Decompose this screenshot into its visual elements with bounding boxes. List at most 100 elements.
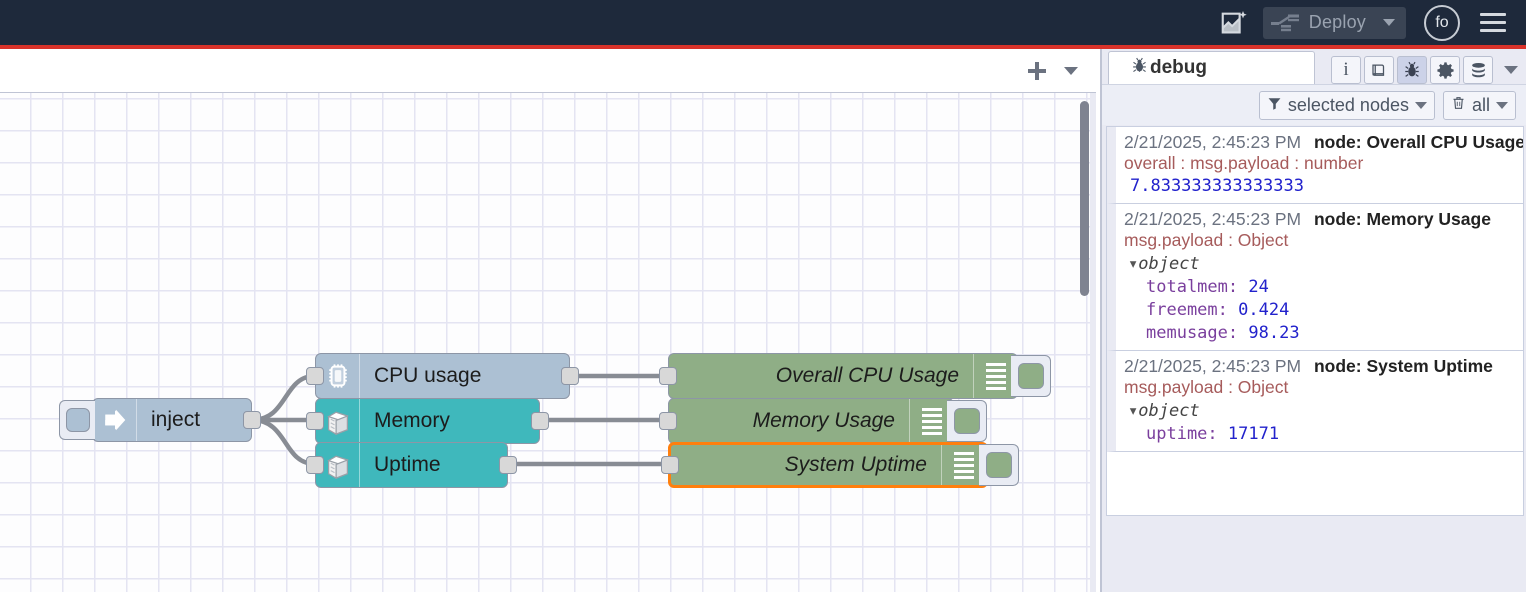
debug-toggle-button[interactable]: [979, 444, 1019, 486]
node-overall-cpu-usage-label: Overall CPU Usage: [775, 364, 959, 387]
port-input[interactable]: [306, 367, 324, 385]
funnel-icon: [1267, 95, 1282, 116]
node-inject[interactable]: inject: [59, 398, 261, 442]
object-expander[interactable]: ▾object: [1124, 251, 1517, 274]
tab-debug-label: debug: [1150, 57, 1207, 78]
debug-toggle-button[interactable]: [1011, 355, 1051, 397]
debug-message-header: 2/21/2025, 2:45:23 PM node: Overall CPU …: [1124, 132, 1523, 153]
clear-messages-label: all: [1471, 94, 1490, 115]
object-property-key: uptime: [1146, 424, 1208, 444]
inject-trigger-button[interactable]: [59, 400, 95, 440]
arrow-right-icon: [93, 399, 137, 441]
debug-message-node: node: System Uptime: [1313, 356, 1493, 376]
flow-tab-bar: [0, 49, 1096, 93]
node-memory-usage[interactable]: Memory Usage: [659, 398, 987, 444]
flow-tab-menu-button[interactable]: [1054, 49, 1088, 93]
port-input[interactable]: [659, 412, 677, 430]
debug-filter-row: selected nodes all: [1102, 84, 1526, 125]
object-label: object: [1138, 401, 1200, 421]
sidebar-more-tabs-button[interactable]: [1504, 66, 1518, 74]
debug-toggle-inner: [953, 408, 980, 434]
port-output[interactable]: [531, 412, 549, 430]
nodes-layer: inject: [0, 93, 1096, 592]
node-cpu-usage-label: CPU usage: [374, 364, 482, 387]
bug-icon[interactable]: [1397, 56, 1427, 84]
debug-message[interactable]: 2/21/2025, 2:45:23 PM node: Overall CPU …: [1107, 127, 1523, 204]
wires-layer: [249, 373, 671, 467]
object-property: totalmem: 24: [1146, 277, 1269, 297]
node-system-uptime-label: System Uptime: [784, 453, 927, 476]
triangle-down-icon: ▾: [1128, 254, 1139, 274]
debug-message-time: 2/21/2025, 2:45:23 PM: [1124, 132, 1302, 152]
deploy-button[interactable]: Deploy: [1262, 6, 1406, 39]
inject-trigger-inner: [65, 408, 90, 432]
port-output[interactable]: [499, 456, 517, 474]
port-input[interactable]: [306, 456, 324, 474]
object-property-value: 24: [1248, 277, 1269, 297]
debug-toggle-inner: [985, 452, 1012, 478]
port-output[interactable]: [243, 411, 261, 429]
chevron-down-icon: [1064, 66, 1078, 75]
object-expander[interactable]: ▾object: [1124, 398, 1517, 421]
port-output[interactable]: [561, 367, 579, 385]
deploy-label: Deploy: [1308, 12, 1366, 32]
info-icon[interactable]: i: [1331, 56, 1361, 84]
debug-message[interactable]: 2/21/2025, 2:45:23 PM node: Memory Usage…: [1107, 204, 1523, 351]
filter-selected-nodes-label: selected nodes: [1287, 94, 1409, 115]
sidebar-tool-icons: i: [1331, 56, 1518, 84]
deploy-icon: [1270, 14, 1299, 31]
ai-sparkle-icon[interactable]: [1211, 0, 1257, 45]
port-input[interactable]: [659, 367, 677, 385]
chevron-down-icon: [1414, 101, 1427, 109]
debug-sidebar: debug i: [1100, 49, 1526, 592]
bug-icon: [1131, 57, 1148, 79]
debug-message-node: node: Overall CPU Usage: [1313, 132, 1524, 152]
library-book-icon[interactable]: [1364, 56, 1394, 84]
object-property-value: 98.23: [1248, 323, 1300, 343]
cpu-chip-icon: [316, 354, 360, 398]
node-system-uptime[interactable]: System Uptime: [661, 442, 1019, 488]
object-property-key: memusage: [1146, 323, 1228, 343]
sidebar-tab-row: debug i: [1102, 49, 1526, 84]
debug-message-list[interactable]: 2/21/2025, 2:45:23 PM node: Overall CPU …: [1106, 126, 1524, 516]
triangle-down-icon: ▾: [1128, 401, 1139, 421]
server-box-icon: [316, 399, 360, 443]
canvas-scrollbar-track[interactable]: [1090, 93, 1096, 592]
hamburger-menu-icon[interactable]: [1476, 6, 1510, 40]
debug-toggle-inner: [1017, 363, 1044, 389]
port-input[interactable]: [306, 412, 324, 430]
debug-message-topic: overall : msg.payload : number: [1124, 153, 1364, 173]
debug-lines-icon: [909, 399, 953, 443]
unsaved-changes-bar: [0, 45, 1526, 49]
canvas-scrollbar-thumb[interactable]: [1080, 101, 1089, 296]
port-input[interactable]: [661, 456, 679, 474]
debug-message[interactable]: 2/21/2025, 2:45:23 PM node: System Uptim…: [1107, 351, 1523, 452]
filter-selected-nodes-button[interactable]: selected nodes: [1258, 90, 1435, 120]
node-overall-cpu-usage[interactable]: Overall CPU Usage: [659, 353, 1051, 399]
node-cpu-usage[interactable]: CPU usage: [306, 353, 579, 399]
node-inject-label: inject: [151, 408, 201, 431]
object-property-key: freemem: [1146, 300, 1218, 320]
add-flow-tab-button[interactable]: [1020, 49, 1054, 93]
context-data-stack-icon[interactable]: [1463, 56, 1493, 84]
debug-toggle-button[interactable]: [947, 400, 987, 442]
gear-icon[interactable]: [1430, 56, 1460, 84]
object-property: uptime: 17171: [1146, 424, 1280, 444]
plus-icon: [1028, 61, 1046, 80]
server-box-icon: [316, 443, 360, 487]
flow-canvas[interactable]: inject: [0, 93, 1096, 592]
trash-icon: [1451, 95, 1466, 116]
object-label: object: [1138, 254, 1200, 274]
node-memory-usage-label: Memory Usage: [752, 409, 895, 432]
node-uptime[interactable]: Uptime: [306, 442, 517, 488]
avatar[interactable]: fo: [1424, 4, 1460, 41]
node-memory[interactable]: Memory: [306, 398, 549, 444]
avatar-initials: fo: [1435, 13, 1449, 31]
deploy-caret-icon[interactable]: [1376, 7, 1402, 39]
node-uptime-label: Uptime: [374, 453, 441, 476]
tab-debug[interactable]: debug: [1108, 51, 1315, 84]
object-property-key: totalmem: [1146, 277, 1228, 297]
node-memory-label: Memory: [374, 409, 450, 432]
debug-message-value: 7.833333333333333: [1130, 176, 1304, 196]
clear-messages-button[interactable]: all: [1442, 90, 1516, 120]
